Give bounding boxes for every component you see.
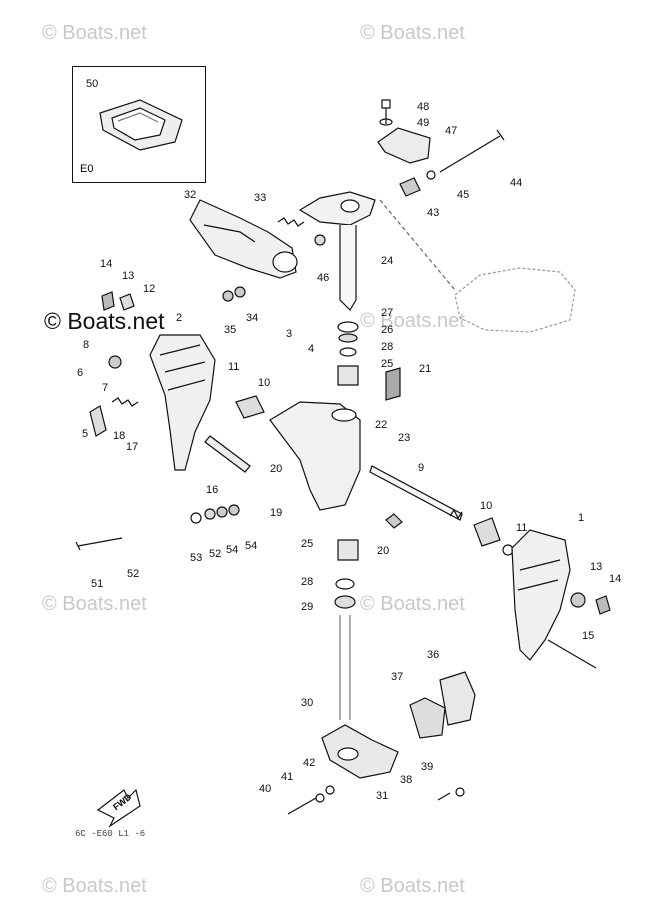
watermark: © Boats.net — [42, 22, 147, 44]
part-label: 5 — [82, 428, 89, 440]
part-label: 31 — [376, 790, 389, 802]
part-label: 18 — [113, 430, 126, 442]
part-label: 26 — [381, 324, 394, 336]
part-label: 2 — [176, 312, 183, 324]
part-label: 48 — [417, 101, 430, 113]
part-label: 50 — [86, 78, 99, 90]
part-label: 36 — [427, 649, 440, 661]
watermark-main: © Boats.net — [44, 308, 165, 334]
part-label: 35 — [224, 324, 237, 336]
diagram-code: 6C -E60 L1 -6 — [75, 829, 146, 839]
part-label: 38 — [400, 774, 413, 786]
watermark: © Boats.net — [360, 310, 465, 332]
part-label: 49 — [417, 117, 430, 129]
part-label: 54 — [226, 544, 239, 556]
part-label: 41 — [281, 771, 294, 783]
part-label: 13 — [590, 561, 603, 573]
part-label: 12 — [143, 283, 156, 295]
part-label: 25 — [301, 538, 314, 550]
part-label: 17 — [126, 441, 139, 453]
part-label: 51 — [91, 578, 104, 590]
part-label: 24 — [381, 255, 394, 267]
part-label: 22 — [375, 419, 388, 431]
part-label: 39 — [421, 761, 434, 773]
part-label: 33 — [254, 192, 267, 204]
part-label: 4 — [308, 343, 315, 355]
part-label: 14 — [100, 258, 113, 270]
part-label: 19 — [270, 507, 283, 519]
watermark: © Boats.net — [42, 875, 147, 897]
part-label: 3 — [286, 328, 293, 340]
inset-box — [72, 66, 206, 183]
watermark: © Boats.net — [360, 593, 465, 615]
part-label: 45 — [457, 189, 470, 201]
part-label: 28 — [381, 341, 394, 353]
watermark: © Boats.net — [360, 875, 465, 897]
part-label: 10 — [258, 377, 271, 389]
part-label: 52 — [127, 568, 140, 580]
part-label: 43 — [427, 207, 440, 219]
part-label: 37 — [391, 671, 404, 683]
part-label: 27 — [381, 307, 394, 319]
watermark: © Boats.net — [360, 22, 465, 44]
part-label: 34 — [246, 312, 259, 324]
part-label: 44 — [510, 177, 523, 189]
part-label: 47 — [445, 125, 458, 137]
part-label: 14 — [609, 573, 622, 585]
part-label: 13 — [122, 270, 135, 282]
part-label: 6 — [77, 367, 84, 379]
part-label: 29 — [301, 601, 314, 613]
part-label: 42 — [303, 757, 316, 769]
part-label: 40 — [259, 783, 272, 795]
part-label: 20 — [377, 545, 390, 557]
part-label: 11 — [228, 361, 240, 373]
part-label: 20 — [270, 463, 283, 475]
part-label: 23 — [398, 432, 411, 444]
part-label: 28 — [301, 576, 314, 588]
part-label: 53 — [190, 552, 203, 564]
part-label: 54 — [245, 540, 258, 552]
part-label: 7 — [102, 382, 109, 394]
part-label: 52 — [209, 548, 222, 560]
part-label: 15 — [582, 630, 595, 642]
part-label: 25 — [381, 358, 394, 370]
part-label: 46 — [317, 272, 330, 284]
inset-code: E0 — [80, 163, 94, 175]
part-label: 16 — [206, 484, 219, 496]
watermark: © Boats.net — [42, 593, 147, 615]
part-label: 9 — [418, 462, 425, 474]
part-label: 21 — [419, 363, 432, 375]
part-label: 10 — [480, 500, 493, 512]
part-label: 8 — [83, 339, 90, 351]
part-label: 11 — [516, 522, 528, 534]
part-label: 32 — [184, 189, 197, 201]
part-label: 1 — [578, 512, 585, 524]
part-label: 30 — [301, 697, 314, 709]
